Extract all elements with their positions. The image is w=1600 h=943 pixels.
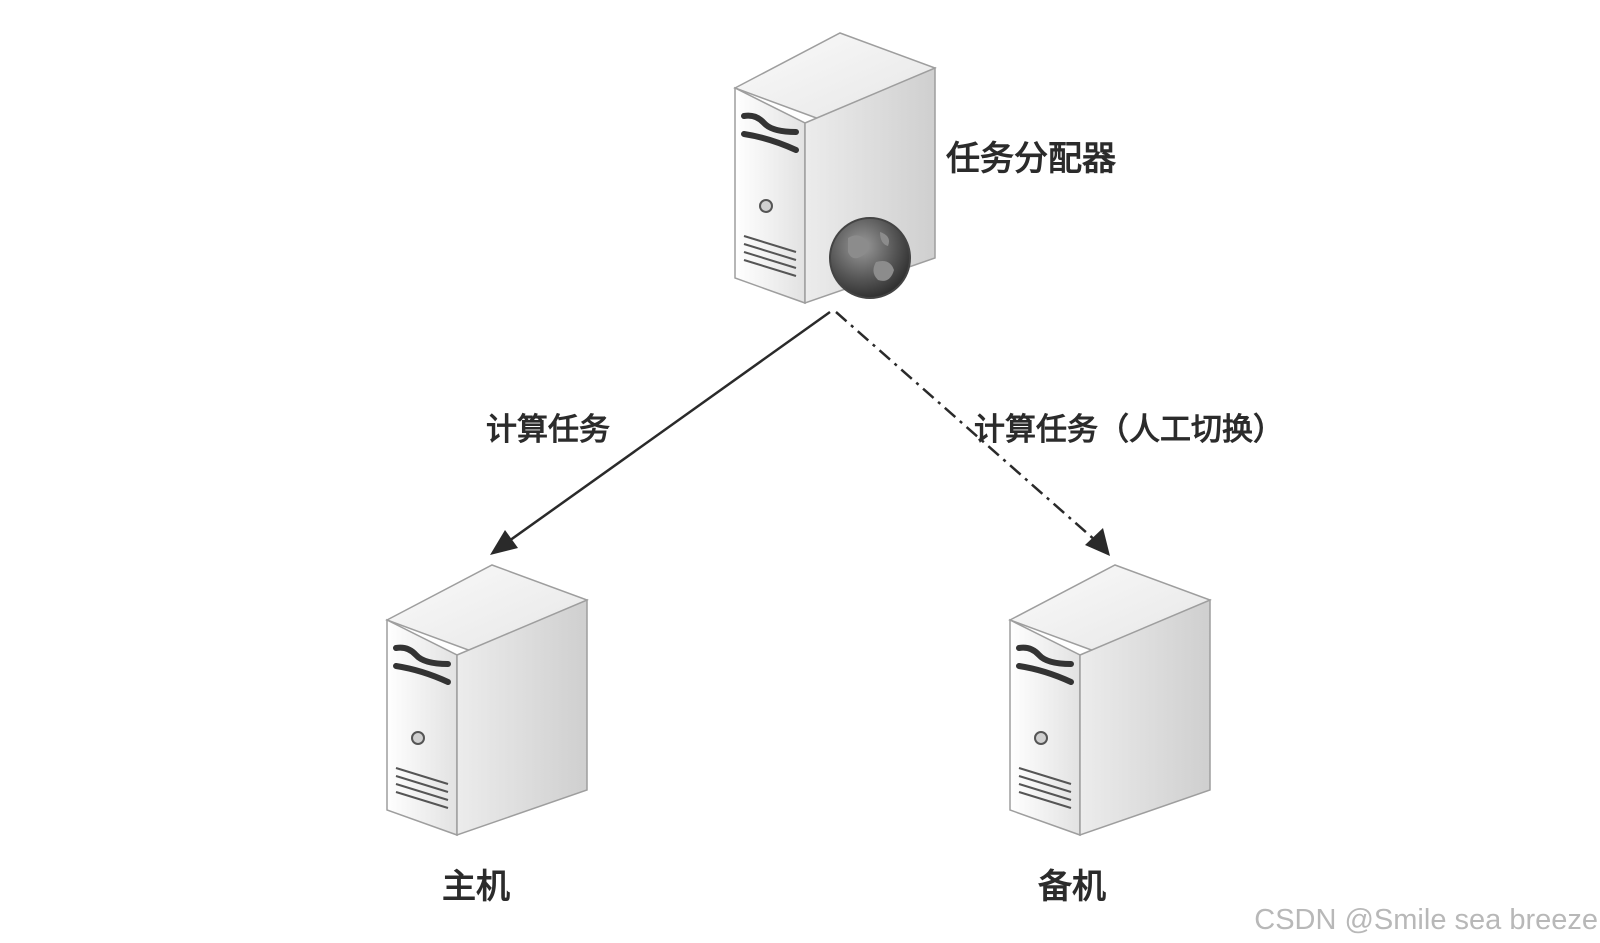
connectors xyxy=(490,310,1110,556)
backup-node: 备机 xyxy=(1010,565,1210,907)
backup-label: 备机 xyxy=(1038,867,1106,907)
edge-to-primary-label: 计算任务 xyxy=(486,412,610,448)
edge-to-primary-arrowhead xyxy=(490,530,518,555)
globe-icon xyxy=(829,217,911,299)
edge-to-backup-arrowhead xyxy=(1085,528,1110,556)
server-icon xyxy=(387,565,587,835)
edge-to-backup-label: 计算任务（人工切换） xyxy=(974,412,1284,448)
dispatcher-node: 任务分配器 xyxy=(735,33,1117,303)
primary-node: 主机 xyxy=(387,565,587,907)
server-icon xyxy=(1010,565,1210,835)
edge-to-primary-line xyxy=(501,310,831,548)
primary-label: 主机 xyxy=(442,867,510,907)
watermark: CSDN @Smile sea breeze xyxy=(1254,904,1598,936)
dispatcher-label: 任务分配器 xyxy=(946,139,1117,179)
